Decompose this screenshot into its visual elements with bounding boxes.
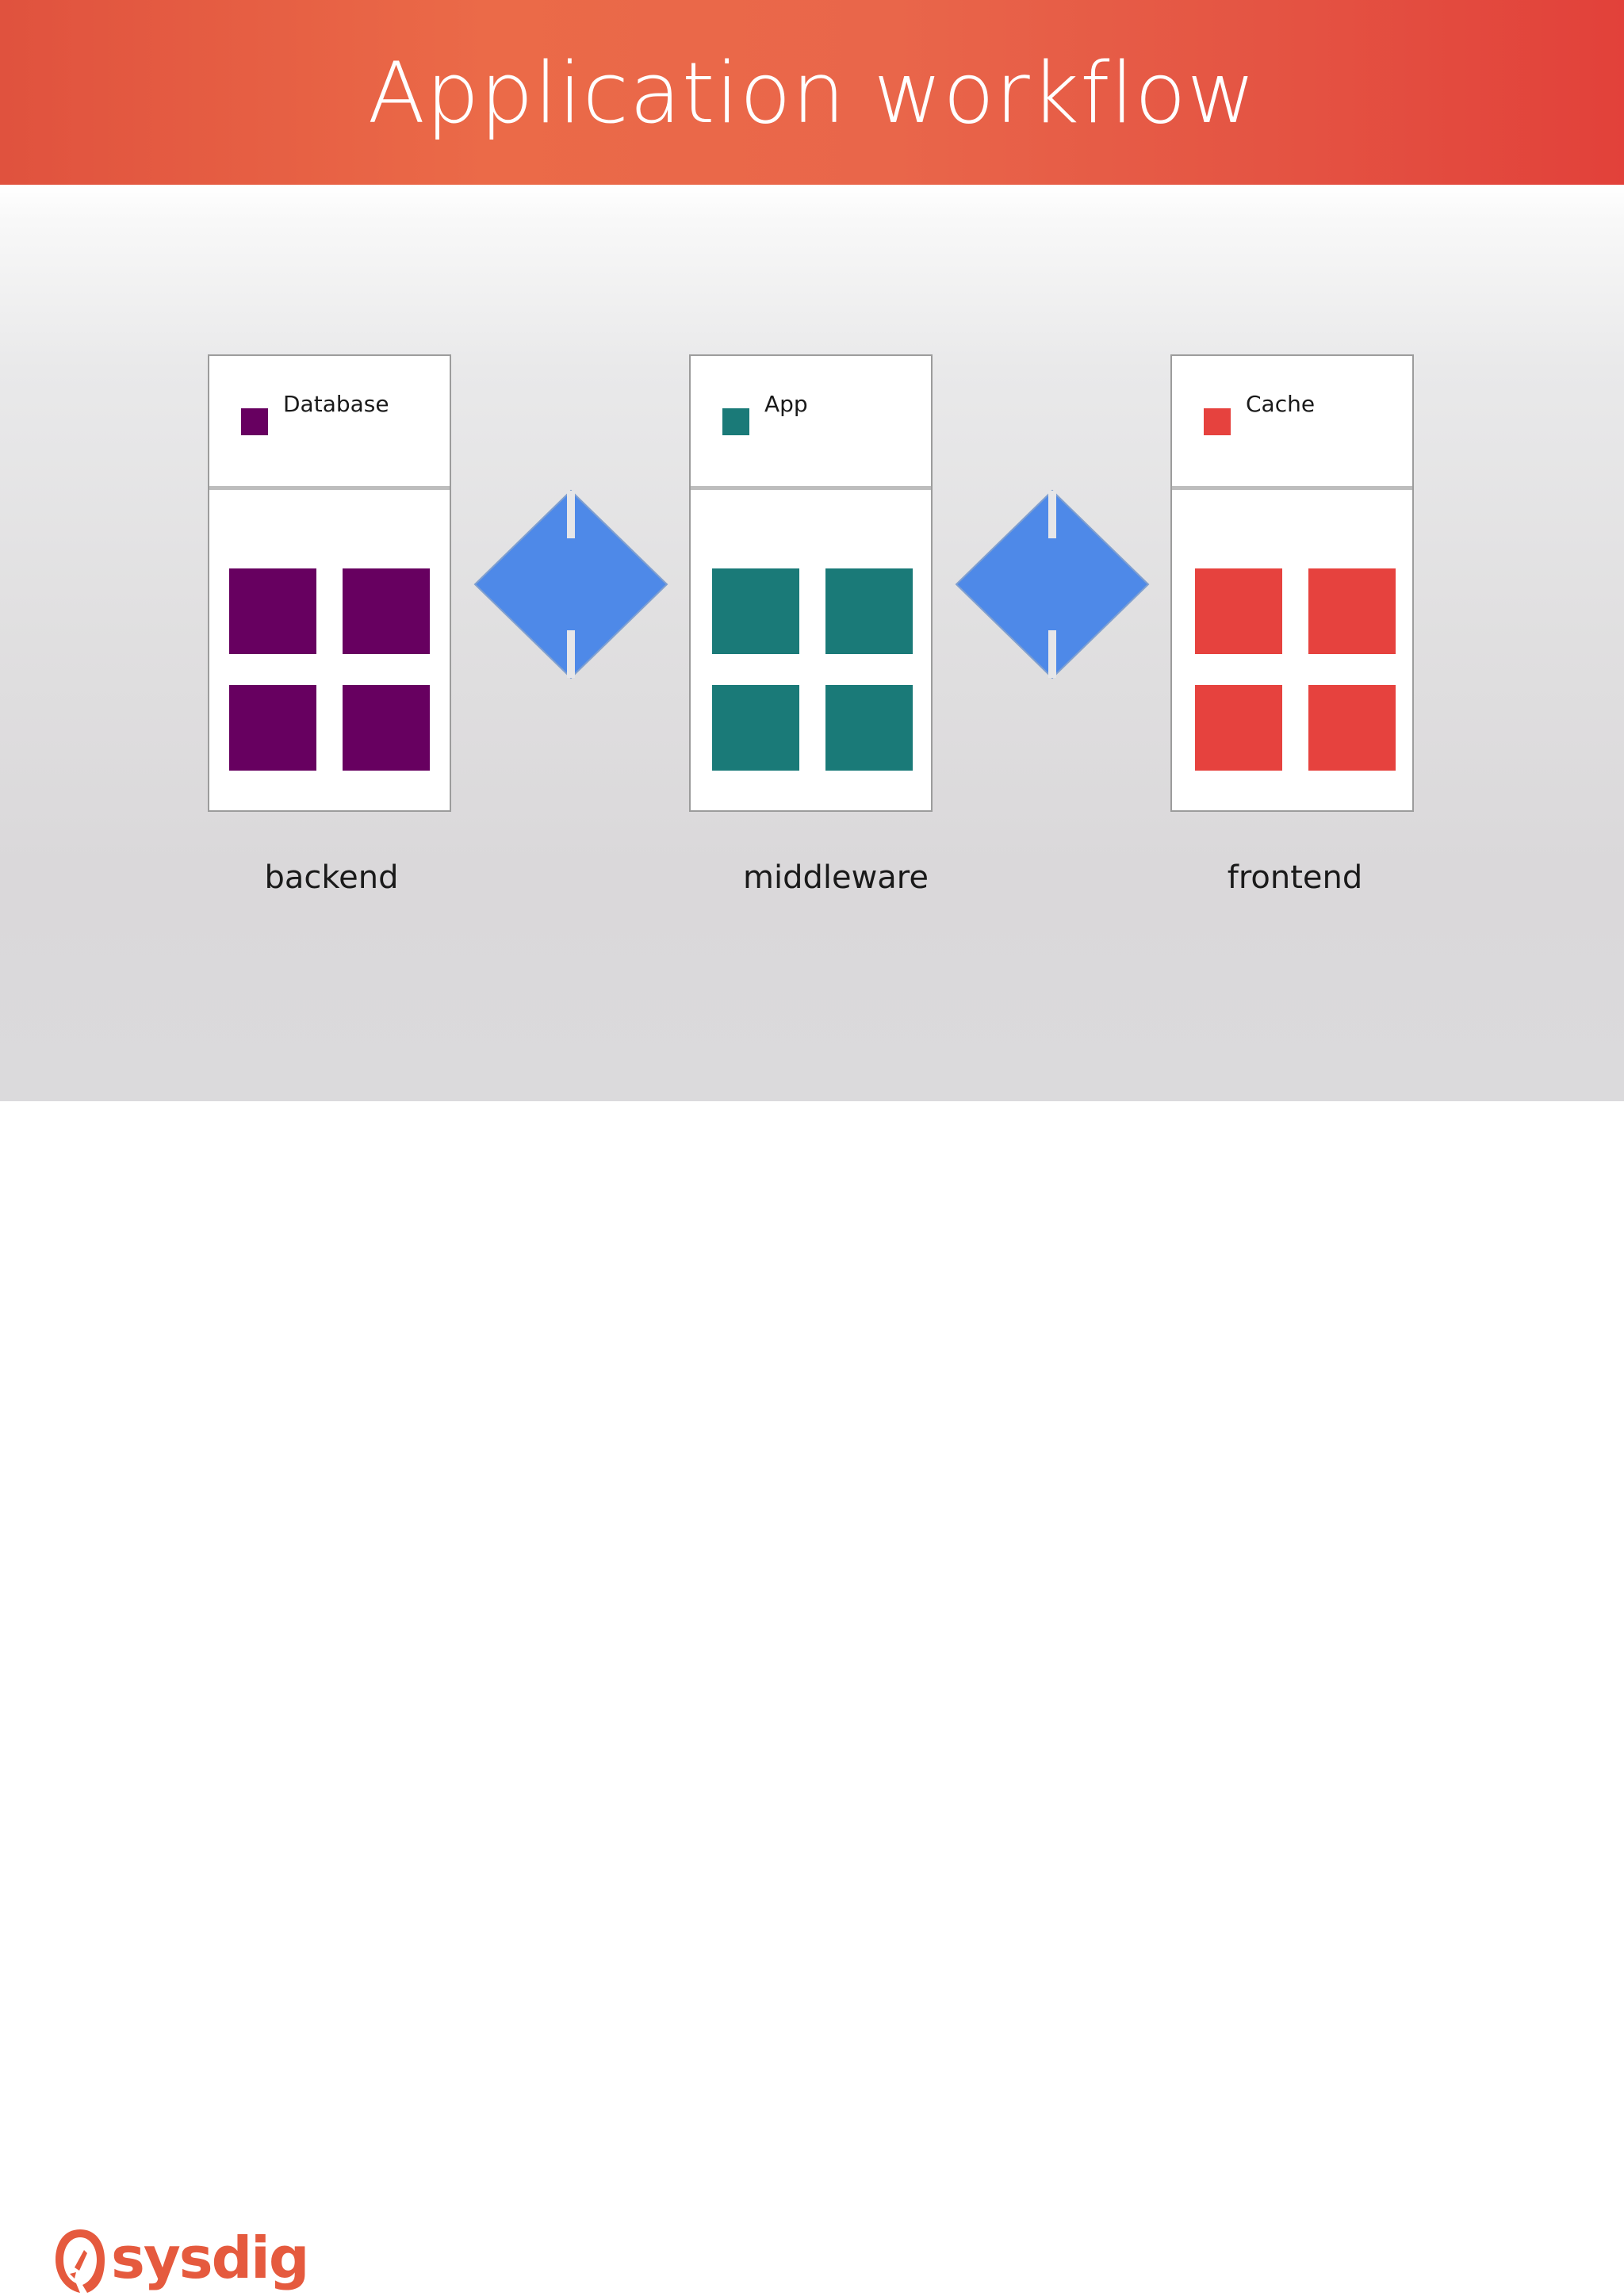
legend-swatch-app — [722, 408, 749, 435]
bidirectional-arrow-icon — [955, 489, 1150, 679]
app-container-tile — [712, 685, 799, 771]
tier-panel-middleware: App — [689, 354, 933, 812]
tier-panel-frontend: Cache — [1170, 354, 1414, 812]
cache-container-tile — [1195, 568, 1282, 654]
cache-container-tile — [1308, 568, 1396, 654]
legend-swatch-cache — [1204, 408, 1231, 435]
sysdig-logo-icon — [56, 2229, 105, 2293]
panel-divider — [1172, 486, 1412, 490]
bidirectional-arrow-icon — [473, 489, 668, 679]
database-container-tile — [229, 685, 316, 771]
slide-title: Application workflow — [367, 44, 1257, 142]
legend-label-app: App — [764, 391, 808, 417]
database-container-tile — [343, 685, 430, 771]
database-container-tile — [343, 568, 430, 654]
tier-caption-middleware: middleware — [743, 859, 929, 896]
app-container-tile — [712, 568, 799, 654]
legend-label-database: Database — [283, 391, 389, 417]
sysdig-logo: sysdig — [52, 2225, 309, 2296]
panel-divider — [209, 486, 450, 490]
footer: sysdig — [0, 1101, 1624, 2293]
tier-panel-backend: Database — [208, 354, 451, 812]
app-container-tile — [825, 568, 913, 654]
title-banner: Application workflow — [0, 0, 1624, 185]
cache-container-tile — [1195, 685, 1282, 771]
legend-label-cache: Cache — [1246, 391, 1316, 417]
database-container-tile — [229, 568, 316, 654]
cache-container-tile — [1308, 685, 1396, 771]
tier-caption-backend: backend — [264, 859, 399, 896]
app-container-tile — [825, 685, 913, 771]
panel-divider — [691, 486, 931, 490]
logo-wordmark: sysdig — [111, 2225, 309, 2291]
legend-swatch-database — [241, 408, 268, 435]
tier-caption-frontend: frontend — [1227, 859, 1363, 896]
